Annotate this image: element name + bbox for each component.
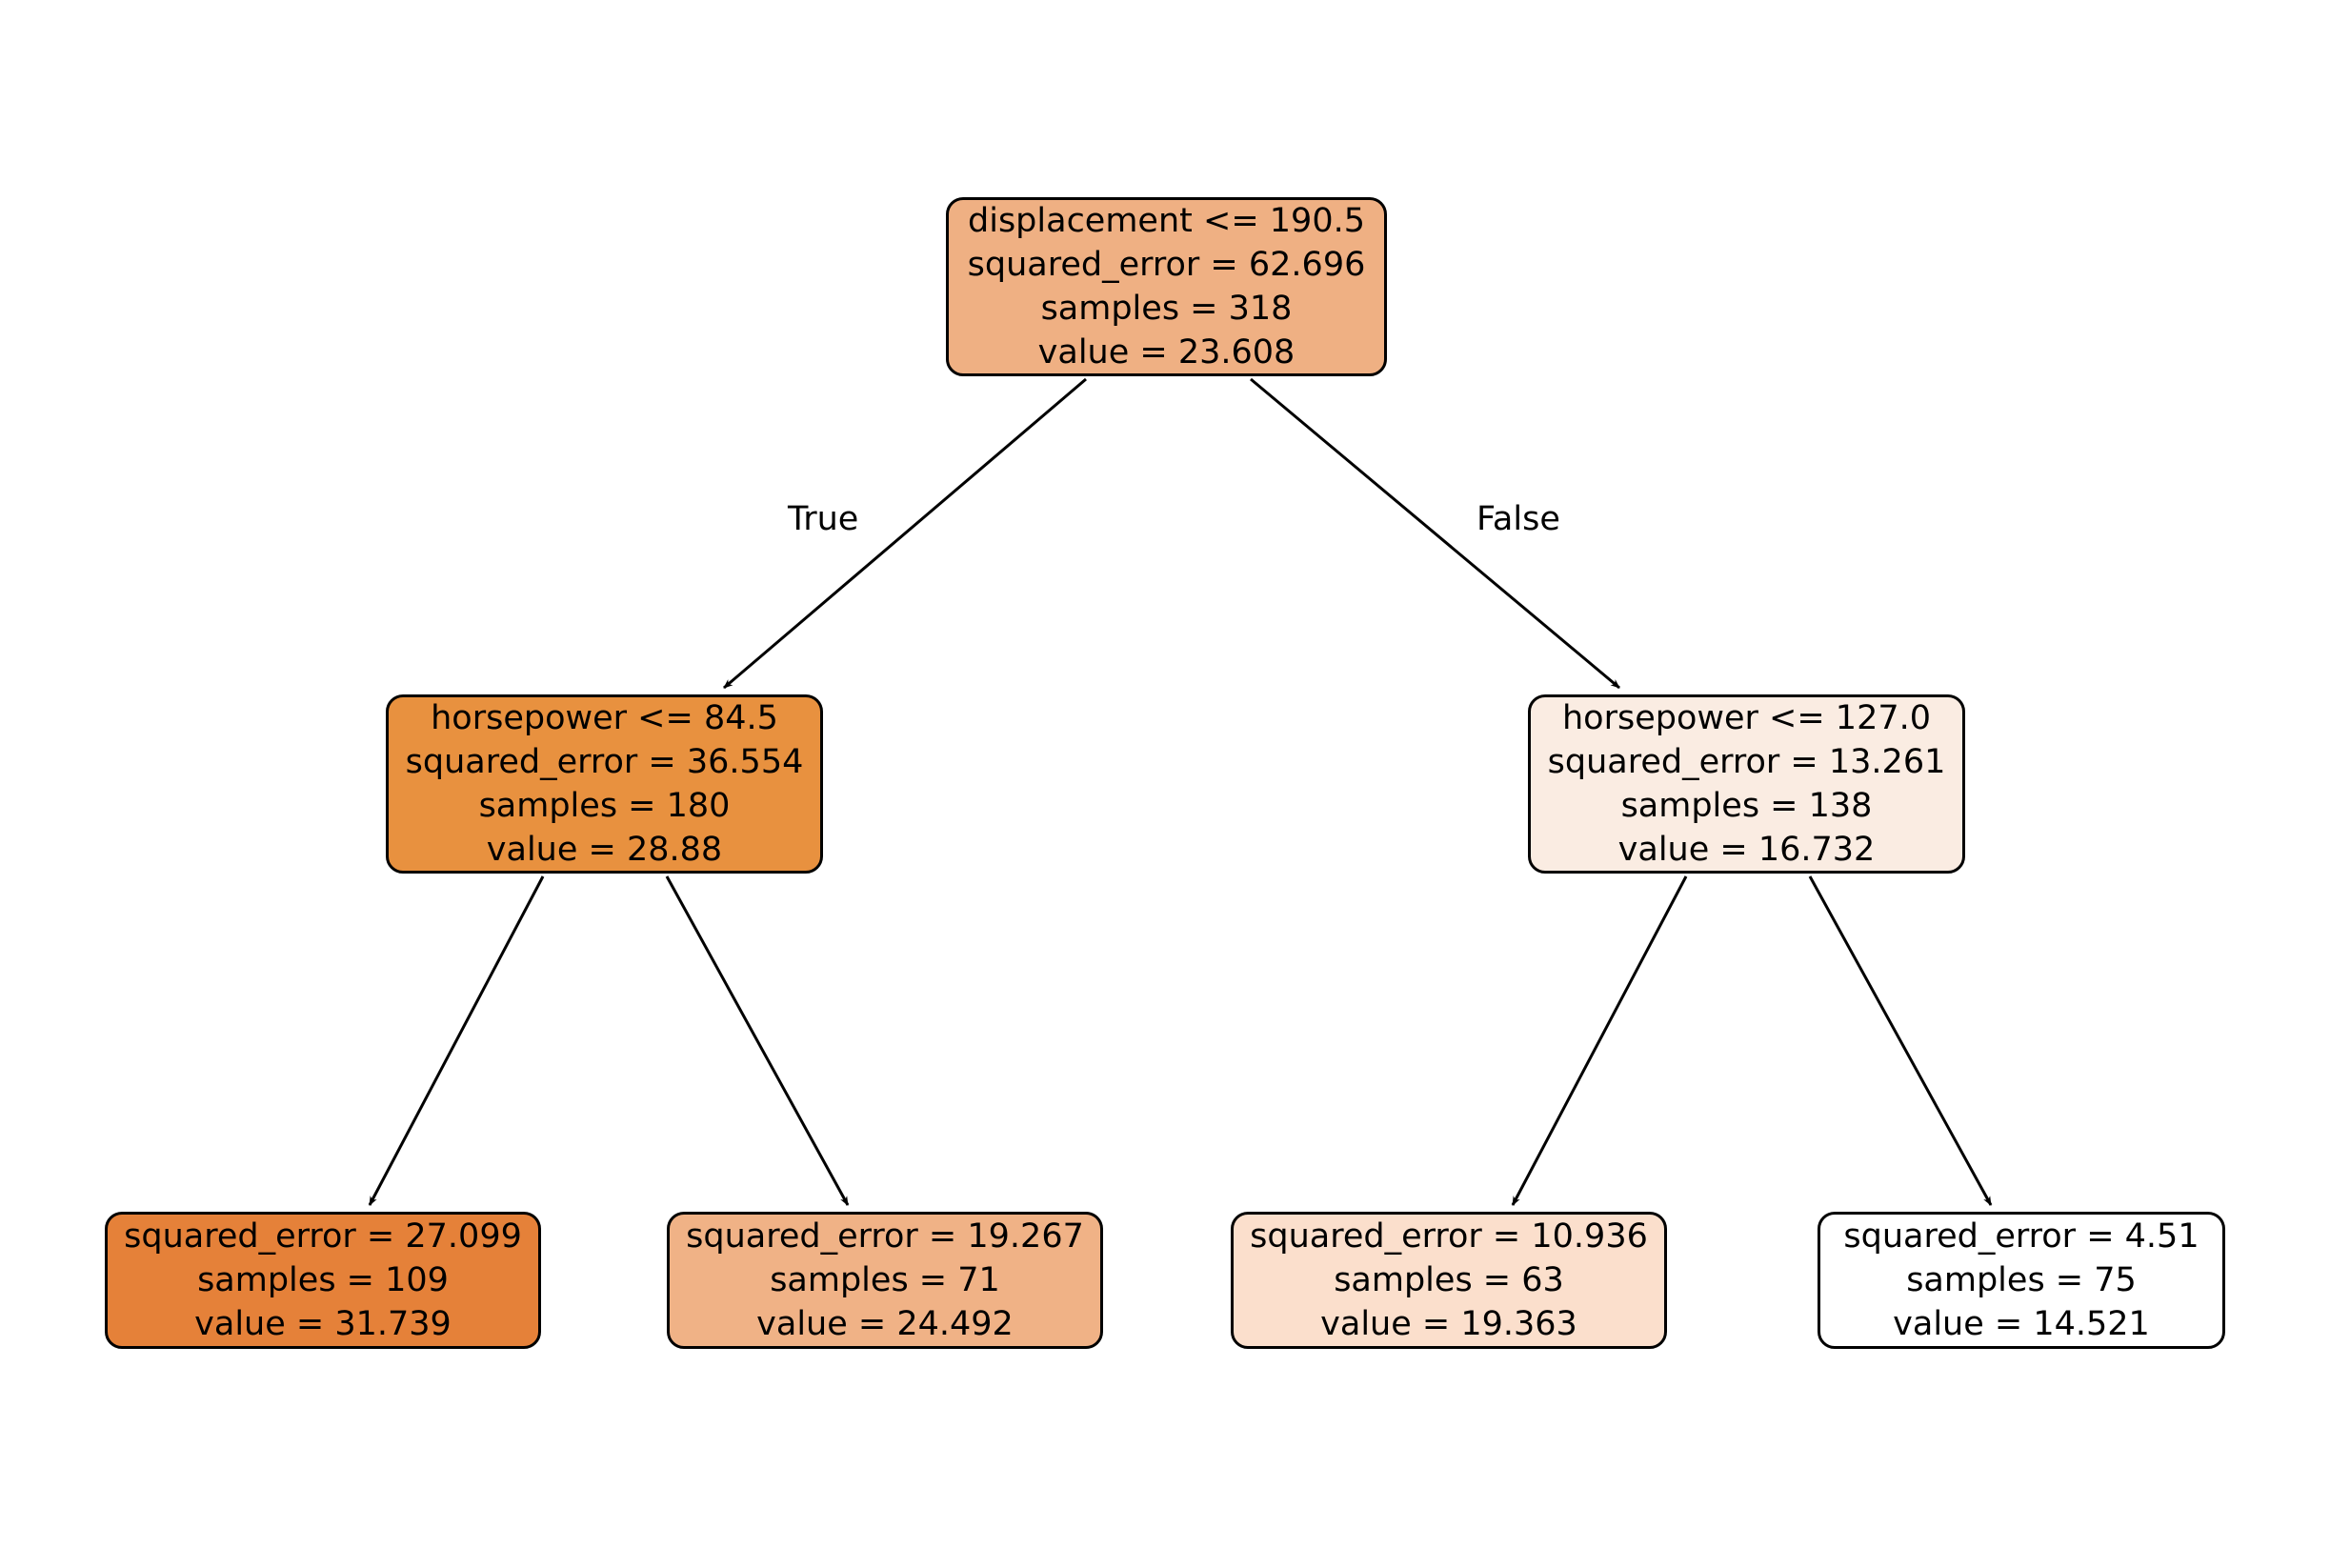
tree-decision-node[interactable]: horsepower <= 84.5 squared_error = 36.554… <box>386 694 823 874</box>
tree-edge-n2-to-n6 <box>1808 875 1993 1206</box>
node-text-line: samples = 138 <box>1620 787 1873 825</box>
tree-edge-root-to-n2 <box>1250 377 1620 690</box>
node-text-line: squared_error = 36.554 <box>405 743 804 781</box>
node-text-line: displacement <= 190.5 <box>968 202 1365 240</box>
tree-leaf-node[interactable]: squared_error = 10.936 samples = 63 value … <box>1231 1212 1667 1349</box>
node-text-line: squared_error = 27.099 <box>124 1217 522 1256</box>
node-text-line: horsepower <= 84.5 <box>431 699 778 737</box>
node-text-line: samples = 109 <box>197 1261 449 1299</box>
node-text-line: samples = 180 <box>478 787 731 825</box>
node-text-line: value = 28.88 <box>486 831 723 869</box>
tree-decision-node[interactable]: horsepower <= 127.0 squared_error = 13.26… <box>1528 694 1965 874</box>
node-text-line: value = 16.732 <box>1617 831 1876 869</box>
node-text-line: value = 24.492 <box>756 1305 1014 1343</box>
node-text-line: value = 31.739 <box>194 1305 452 1343</box>
node-text-line: value = 19.363 <box>1320 1305 1577 1343</box>
node-text-line: samples = 71 <box>770 1261 1000 1299</box>
node-text-line: squared_error = 19.267 <box>686 1217 1084 1256</box>
node-text-line: samples = 318 <box>1040 290 1293 328</box>
tree-leaf-node[interactable]: squared_error = 27.099 samples = 109 value… <box>105 1212 541 1349</box>
node-text-line: samples = 75 <box>1906 1261 2137 1299</box>
node-text-line: squared_error = 13.261 <box>1547 743 1946 781</box>
tree-leaf-node[interactable]: squared_error = 4.51 samples = 75 value = … <box>1818 1212 2225 1349</box>
node-text-line: squared_error = 4.51 <box>1843 1217 2199 1256</box>
edge-label-false: False <box>1476 500 1560 538</box>
node-text-line: value = 23.608 <box>1037 333 1296 372</box>
tree-decision-node[interactable]: displacement <= 190.5 squared_error = 62.… <box>946 197 1387 376</box>
node-text-line: samples = 63 <box>1334 1261 1564 1299</box>
node-text-line: horsepower <= 127.0 <box>1561 699 1932 737</box>
node-text-line: squared_error = 62.696 <box>967 246 1366 284</box>
node-text-line: value = 14.521 <box>1893 1305 2150 1343</box>
tree-edge-n2-to-n5 <box>1511 875 1688 1206</box>
node-text-line: squared_error = 10.936 <box>1250 1217 1648 1256</box>
tree-leaf-node[interactable]: squared_error = 19.267 samples = 71 value … <box>667 1212 1103 1349</box>
tree-edge-root-to-n1 <box>723 377 1087 690</box>
tree-edge-n1-to-n4 <box>665 875 850 1206</box>
tree-edge-n1-to-n3 <box>368 875 545 1206</box>
edge-label-true: True <box>788 500 859 538</box>
